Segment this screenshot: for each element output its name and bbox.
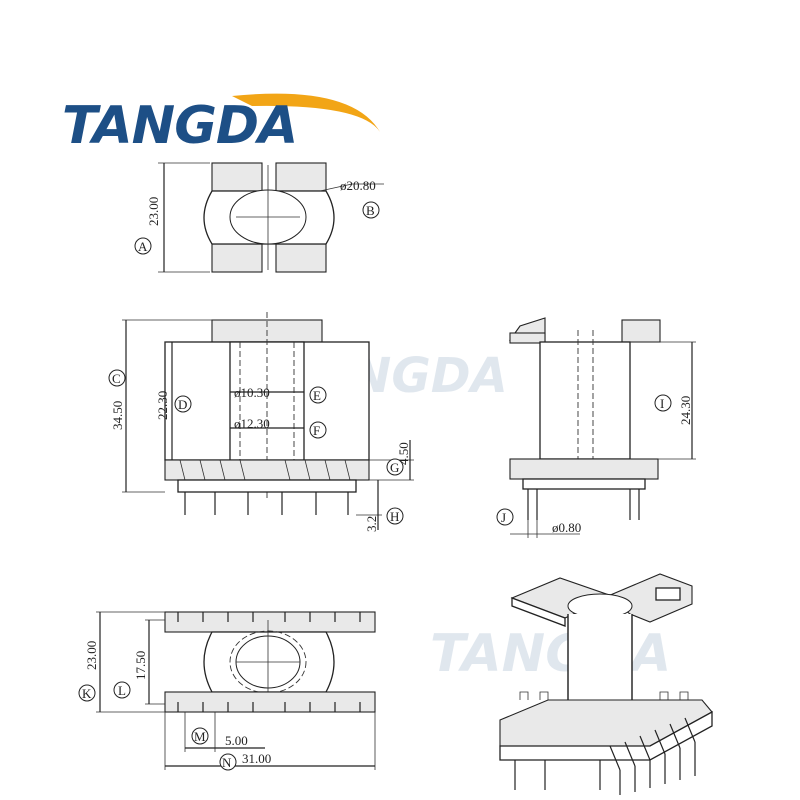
callout-j: J	[501, 510, 506, 525]
front-view	[122, 312, 414, 530]
dim-e-value: ø10.30	[234, 385, 270, 400]
callout-c-circle	[108, 369, 126, 387]
callout-i-circle	[654, 394, 672, 412]
dim-f-value: ø12.30	[234, 416, 270, 431]
callout-g: G	[390, 460, 399, 475]
dim-j-value: ø0.80	[552, 520, 581, 535]
callout-n-circle	[219, 753, 237, 771]
dim-g-value: 4.50	[396, 442, 411, 465]
side-view	[508, 317, 696, 538]
callout-h: H	[390, 509, 399, 524]
callout-m-circle	[191, 727, 209, 745]
dim-h-value: 3.2	[364, 516, 379, 532]
callout-d: D	[178, 397, 187, 412]
callout-f: F	[313, 423, 320, 438]
bottom-view	[96, 611, 376, 770]
callout-k: K	[82, 686, 92, 701]
callout-g-circle	[386, 458, 404, 476]
dim-a-value: 23.00	[146, 197, 161, 226]
logo-swoosh	[232, 93, 380, 132]
dim-m-value: 5.00	[225, 733, 248, 748]
callout-h-circle	[386, 507, 404, 525]
dim-i-value: 24.30	[678, 396, 693, 425]
callout-a-circle	[134, 237, 152, 255]
dim-l-value: 17.50	[133, 651, 148, 680]
callout-j-circle	[496, 508, 514, 526]
callout-l-circle	[113, 681, 131, 699]
callout-e-circle	[309, 386, 327, 404]
callout-a: A	[138, 239, 148, 254]
callout-l: L	[118, 683, 126, 698]
isometric-view	[499, 573, 713, 795]
callout-n: N	[222, 755, 232, 770]
callout-k-circle	[78, 684, 96, 702]
brand-logo: TANGDA	[62, 92, 392, 162]
callout-f-circle	[309, 421, 327, 439]
callout-e: E	[313, 388, 321, 403]
dim-n-value: 31.00	[242, 751, 271, 766]
top-view	[158, 162, 384, 273]
callout-b-circle	[362, 201, 380, 219]
dim-c-value: 34.50	[110, 401, 125, 430]
dim-b-value: ø20.80	[340, 178, 376, 193]
dim-d-value: 22.30	[155, 391, 170, 420]
callout-d-circle	[174, 395, 192, 413]
callout-i: I	[660, 396, 664, 411]
callout-c: C	[112, 371, 121, 386]
callout-b: B	[366, 203, 375, 218]
dim-k-value: 23.00	[84, 641, 99, 670]
brand-name: TANGDA	[62, 96, 298, 156]
callout-m: M	[194, 729, 206, 744]
